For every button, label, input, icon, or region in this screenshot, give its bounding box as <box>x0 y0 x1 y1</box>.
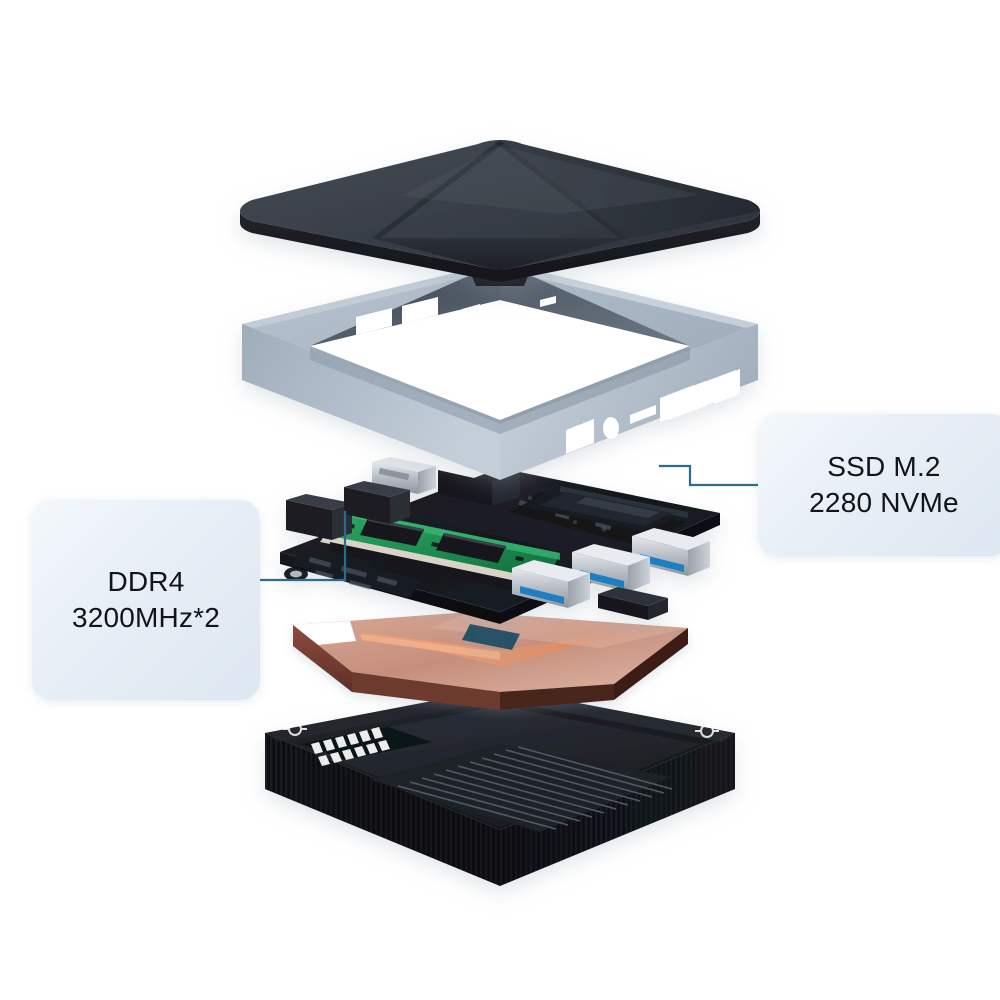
usb-port-row <box>512 528 710 620</box>
ssd-m2-module <box>520 486 688 532</box>
callout-ddr4-line1: DDR4 <box>107 566 185 598</box>
bottom-chassis-corner-marks <box>283 707 719 738</box>
callout-ssd: SSD M.2 2280 NVMe <box>758 414 1000 556</box>
callout-ssd-line2: 2280 NVMe <box>809 487 959 518</box>
layer-motherboard <box>280 457 720 650</box>
leader-line-ddr4 <box>258 510 347 582</box>
leader-line-ssd <box>658 464 760 487</box>
callout-ddr4-line2: 3200MHz*2 <box>71 602 221 633</box>
callout-leader-lines <box>258 464 760 582</box>
layer-chassis-frame <box>242 262 758 480</box>
layer-top-cover <box>240 140 760 286</box>
chassis-right-vents <box>660 370 736 422</box>
callout-ssd-line1: SSD M.2 <box>827 451 941 483</box>
layer-heat-spreader <box>293 612 688 710</box>
layer-bottom-chassis <box>265 688 735 886</box>
bottom-chassis-fins <box>370 744 673 832</box>
chassis-rear-cutouts <box>356 296 556 357</box>
motherboard-front-detail <box>284 548 520 650</box>
rear-port-cluster <box>286 457 520 540</box>
callout-ddr4: DDR4 3200MHz*2 <box>32 500 260 700</box>
bottom-chassis-vent-grille <box>300 727 432 766</box>
